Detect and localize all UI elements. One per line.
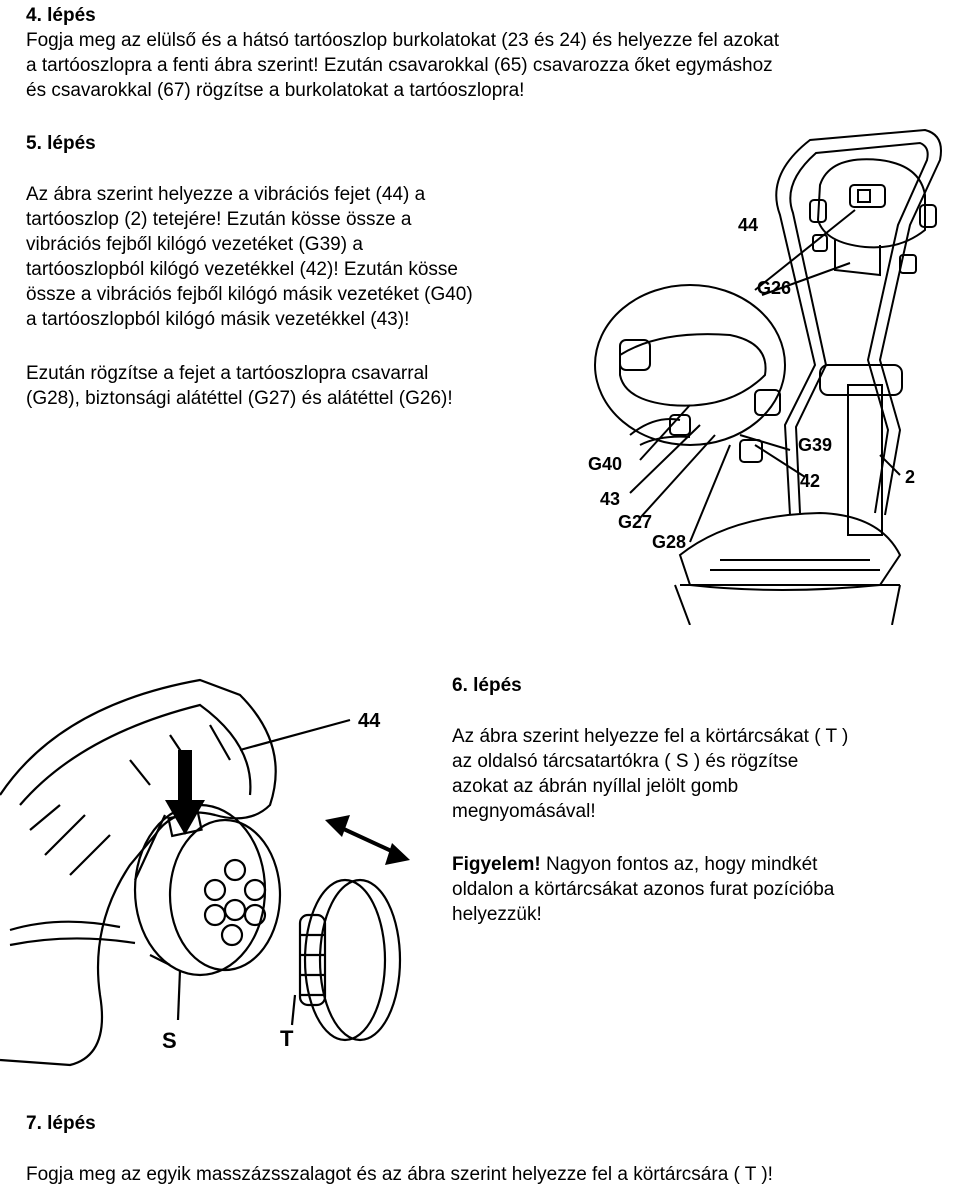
label-44-fig2: 44 [358,710,381,732]
step4-line-1: Fogja meg az elülső és a hátsó tartóoszl… [26,30,780,51]
step6-line-3: azokat az ábrán nyíllal jelölt gomb [452,776,739,797]
step4-line-3: és csavarokkal (67) rögzítse a burkolato… [26,80,525,101]
step6-line-2: az oldalsó tárcsatartókra ( S ) és rögzí… [452,751,799,772]
label-g39: G39 [798,435,832,455]
label-43: 43 [600,489,620,509]
step5-line-7: Ezután rögzítse a fejet a tartóoszlopra … [26,363,429,384]
step4-line-2: a tartóoszlopra a fenti ábra szerint! Ez… [26,55,773,76]
step5-line-1: Az ábra szerint helyezze a vibrációs fej… [26,184,426,205]
step6-heading: 6. lépés [452,675,522,696]
step5-heading: 5. lépés [26,133,96,154]
step6-warning-line-3: helyezzük! [452,904,542,925]
label-g26: G26 [757,278,791,298]
step7-line-1: Fogja meg az egyik masszázsszalagot és a… [26,1164,773,1185]
warning-text: Nagyon fontos az, hogy mindkét [540,854,818,875]
step5-line-3: vibrációs fejből kilógó vezetéket (G39) … [26,234,363,255]
press-arrow-icon [165,750,205,835]
label-s: S [162,1028,177,1053]
step6-warning-line-2: oldalon a körtárcsákat azonos furat pozí… [452,879,835,900]
label-g27: G27 [618,512,652,532]
step5-line-8: (G28), biztonsági alátéttel (G27) és alá… [26,388,453,409]
figure-assembly-head: 44 G26 G39 42 2 G40 43 G27 G28 [588,128,942,625]
step4-heading: 4. lépés [26,5,96,26]
label-42: 42 [800,471,820,491]
step6-warning-line-1: Figyelem! Nagyon fontos az, hogy mindkét [452,852,817,878]
step7-heading: 7. lépés [26,1113,96,1134]
label-2: 2 [905,467,915,487]
label-g40: G40 [588,454,622,474]
label-g28: G28 [652,532,686,552]
warning-label: Figyelem! [452,854,541,875]
step5-line-2: tartóoszlop (2) tetejére! Ezután kösse ö… [26,209,412,230]
step5-line-5: össze a vibrációs fejből kilógó másik ve… [26,284,473,305]
label-t: T [280,1026,294,1051]
label-44-fig1: 44 [738,215,758,235]
step5-line-6: a tartóoszlopból kilógó másik vezetékkel… [26,309,410,330]
step6-line-1: Az ábra szerint helyezze fel a körtárcsá… [452,726,849,747]
double-arrow-icon [325,815,410,865]
step6-line-4: megnyomásával! [452,801,596,822]
figure-disc-mount: 44 S T [0,678,410,1067]
step5-line-4: tartóoszlopból kilógó vezetékkel (42)! E… [26,259,458,280]
